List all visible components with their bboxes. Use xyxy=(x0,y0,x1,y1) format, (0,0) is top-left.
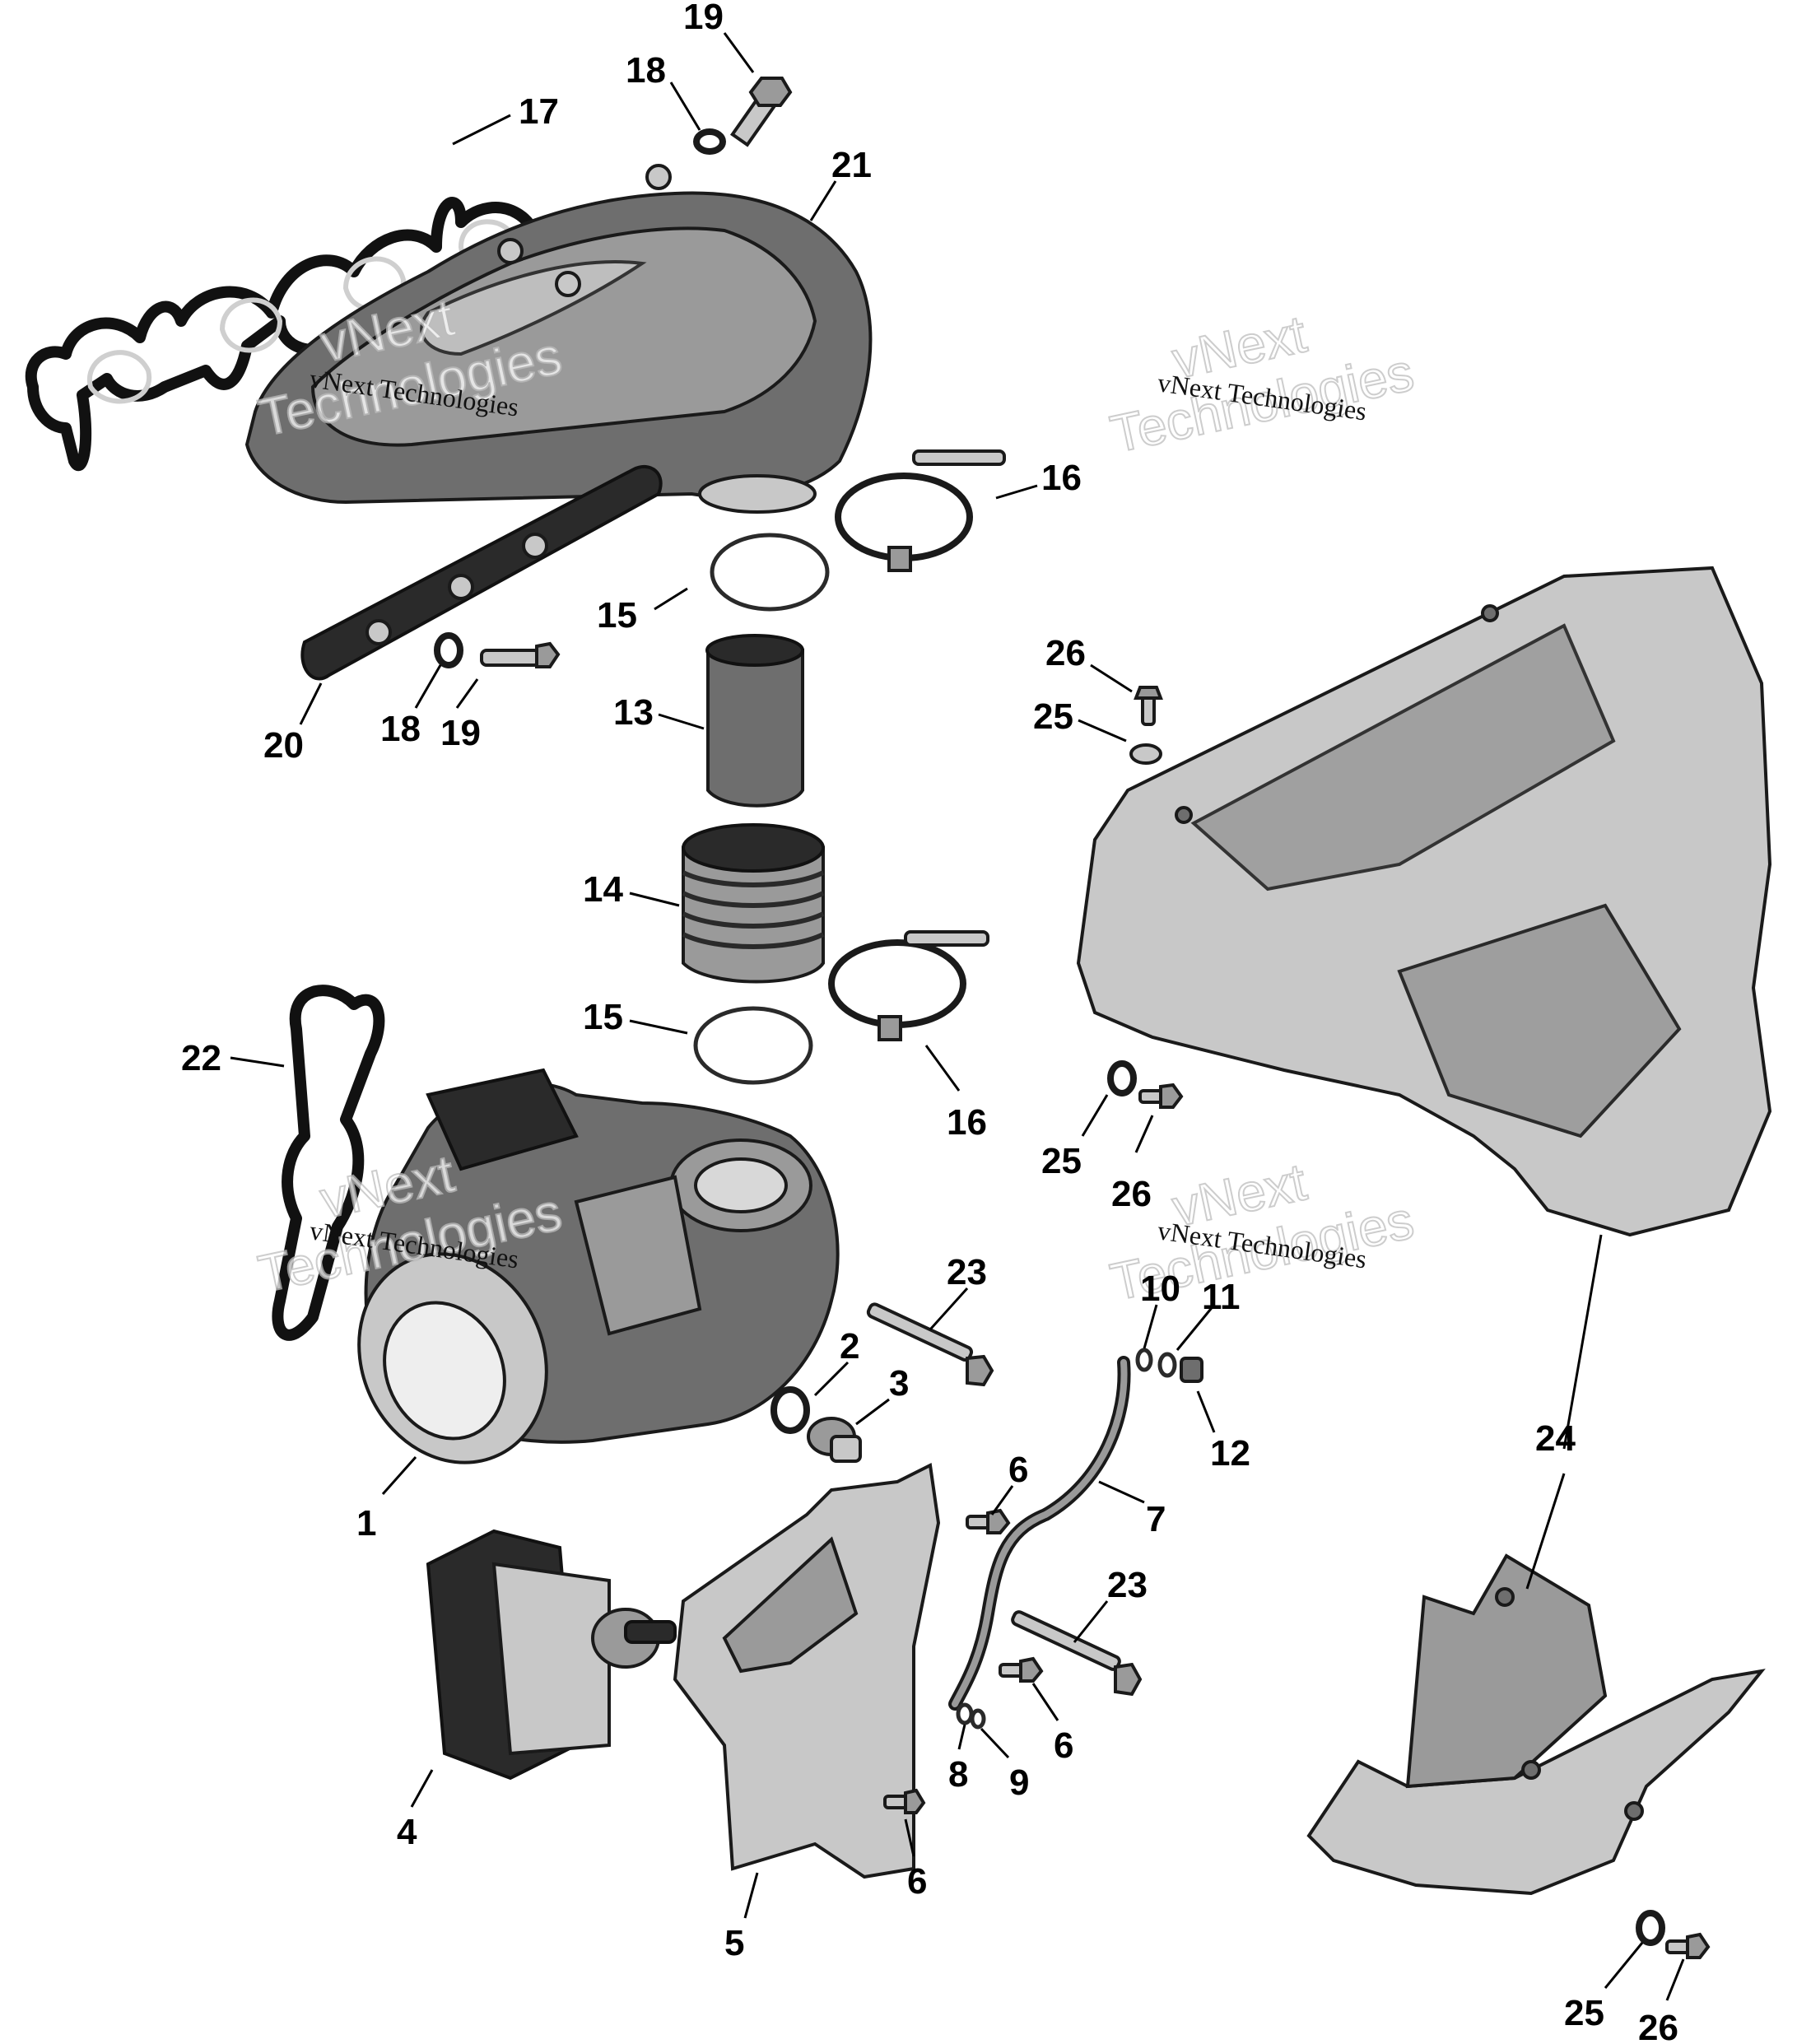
callout-16: 16 xyxy=(1041,458,1082,498)
callout-15: 15 xyxy=(597,595,637,636)
callout-26: 26 xyxy=(1638,2008,1678,2044)
callout-9: 9 xyxy=(1009,1762,1029,1803)
watermark-top-right: vNext Technologies vNext Technologies xyxy=(1105,303,1419,464)
part-14-bellows xyxy=(682,823,825,984)
callout-24: 24 xyxy=(1535,1418,1576,1459)
callout-4: 4 xyxy=(397,1812,417,1852)
part-16-clamp-lower xyxy=(828,930,989,1041)
part-12-fitting xyxy=(1180,1357,1203,1383)
callout-numbers: 19 18 17 21 16 15 20 18 19 13 26 25 14 2… xyxy=(181,0,1678,2044)
part-8-ring xyxy=(956,1702,974,1725)
part-7-oil-line xyxy=(948,1356,1131,1711)
callout-7: 7 xyxy=(1146,1499,1166,1539)
callout-23: 23 xyxy=(947,1252,987,1292)
part-23-stud-lower xyxy=(1011,1610,1143,1697)
part-19-bolt-lower xyxy=(480,641,561,668)
part-20-manifold-flange xyxy=(300,464,663,681)
part-25-washer-c xyxy=(1636,1910,1665,1946)
part-6-bolt-b xyxy=(999,1656,1044,1683)
callout-19: 19 xyxy=(683,0,724,37)
callout-18: 18 xyxy=(626,50,666,91)
callout-25: 25 xyxy=(1033,696,1073,737)
callout-6: 6 xyxy=(1008,1450,1028,1490)
callout-8: 8 xyxy=(948,1754,968,1795)
part-22-turbo-gasket xyxy=(272,985,385,1341)
part-6-bolt-c xyxy=(883,1788,926,1814)
part-26-bolt-a xyxy=(1134,686,1163,726)
callout-26: 26 xyxy=(1045,633,1086,673)
part-11-ring xyxy=(1157,1352,1177,1378)
callout-2: 2 xyxy=(840,1326,859,1367)
callout-3: 3 xyxy=(889,1363,909,1404)
part-5-bracket xyxy=(673,1462,941,1879)
part-26-bolt-c xyxy=(1665,1932,1711,1959)
callout-6: 6 xyxy=(1054,1725,1073,1766)
part-10-ring xyxy=(1135,1348,1153,1372)
part-19-bolt-top xyxy=(729,77,793,147)
part-15-seal-ring-lower xyxy=(693,1006,813,1085)
callout-11: 11 xyxy=(1202,1277,1241,1317)
callout-10: 10 xyxy=(1140,1269,1180,1309)
part-26-bolt-b xyxy=(1138,1083,1184,1109)
callout-12: 12 xyxy=(1210,1433,1250,1474)
part-24-heat-shield-upper xyxy=(1076,566,1772,1237)
callout-22: 22 xyxy=(181,1038,221,1078)
callout-20: 20 xyxy=(263,725,304,766)
part-4-wastegate-actuator xyxy=(426,1529,677,1781)
callout-26: 26 xyxy=(1111,1174,1152,1214)
part-21-exhaust-manifold xyxy=(244,164,873,514)
callout-25: 25 xyxy=(1564,1993,1604,2033)
callout-18: 18 xyxy=(380,709,421,749)
part-25-washer-a xyxy=(1129,743,1162,765)
callout-6: 6 xyxy=(907,1861,927,1902)
part-6-bolt-a xyxy=(966,1508,1011,1534)
part-23-stud-upper xyxy=(866,1302,994,1387)
callout-21: 21 xyxy=(831,145,872,185)
part-13-sleeve xyxy=(705,634,804,808)
callout-17: 17 xyxy=(519,91,559,132)
leader-lines xyxy=(230,32,1685,2001)
part-1-turbocharger xyxy=(357,1068,840,1464)
part-18-washer-lower xyxy=(434,632,463,668)
part-15-seal-ring-upper xyxy=(710,533,830,612)
callout-14: 14 xyxy=(583,869,623,910)
callout-1: 1 xyxy=(356,1503,376,1543)
callout-15: 15 xyxy=(583,997,623,1037)
part-16-clamp-upper xyxy=(835,449,1006,572)
callout-25: 25 xyxy=(1041,1141,1082,1181)
part-9-ring xyxy=(970,1708,986,1730)
callout-16: 16 xyxy=(947,1102,987,1143)
callout-5: 5 xyxy=(724,1923,744,1963)
part-18-washer-top xyxy=(693,128,726,155)
part-2-seal-ring xyxy=(770,1386,810,1434)
part-25-washer-b xyxy=(1107,1060,1137,1096)
part-3-plug xyxy=(807,1417,862,1463)
callout-23: 23 xyxy=(1107,1565,1148,1605)
callout-13: 13 xyxy=(613,692,654,733)
part-24-heat-shield-lower xyxy=(1306,1553,1766,1896)
callout-19: 19 xyxy=(440,713,481,753)
